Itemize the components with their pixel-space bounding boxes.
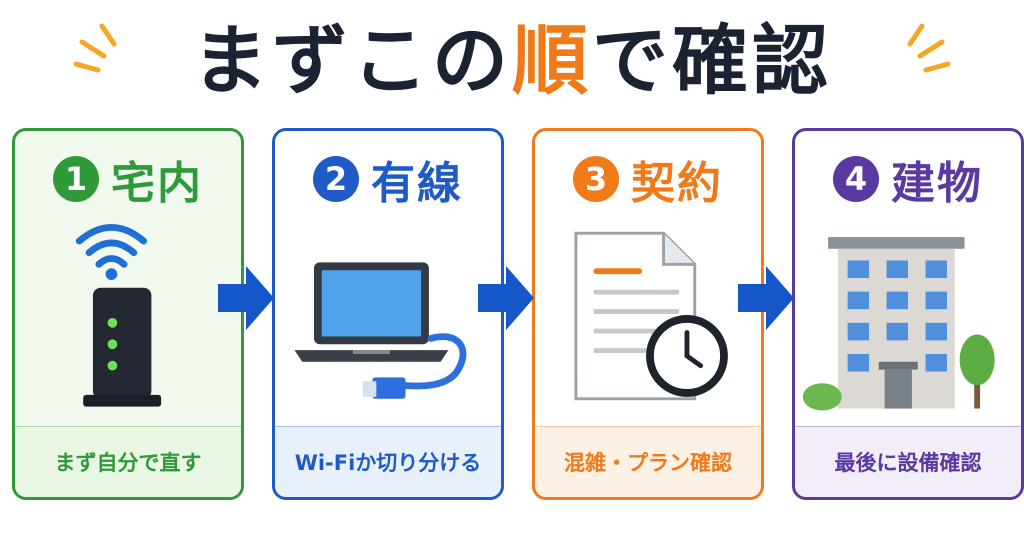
spark-right-icon [907, 23, 951, 73]
step-caption: 混雑・プラン確認 [535, 426, 761, 497]
step-header: 2 有線 [275, 149, 501, 209]
document-clock-icon [574, 231, 728, 401]
wifi-router-icon [75, 224, 162, 407]
step-number-badge: 2 [313, 156, 359, 202]
title-accent: 順 [512, 16, 592, 105]
step-caption: 最後に設備確認 [795, 426, 1021, 497]
page-title: まずこの順で確認 [0, 4, 1024, 105]
title-after: で確認 [592, 16, 832, 105]
step-heading: 建物 [891, 158, 983, 209]
step-number-badge: 1 [53, 156, 99, 202]
step-header: 1 宅内 [15, 149, 241, 209]
step-heading: 宅内 [111, 158, 203, 209]
title-before: まずこの [192, 16, 512, 105]
apartment-building-icon [802, 237, 995, 411]
step-header: 4 建物 [795, 149, 1021, 209]
arrow-right-icon [478, 266, 534, 330]
step-caption: Wi-Fiか切り分ける [275, 426, 501, 497]
step-card-1: 1 宅内 まず自分で直す [12, 128, 244, 500]
arrow-right-icon [218, 266, 274, 330]
arrow-right-icon [738, 266, 794, 330]
step-heading: 有線 [371, 158, 463, 209]
step-caption: まず自分で直す [15, 426, 241, 497]
step-card-4: 4 建物 最後に設備確認 [792, 128, 1024, 500]
step-header: 3 契約 [535, 149, 761, 209]
step-number-badge: 3 [573, 156, 619, 202]
laptop-cable-icon [294, 262, 467, 399]
spark-left-icon [73, 23, 117, 73]
step-card-3: 3 契約 混雑・プラン確認 [532, 128, 764, 500]
step-card-2: 2 有線 Wi-Fiか切り分ける [272, 128, 504, 500]
step-heading: 契約 [631, 158, 723, 209]
step-number-badge: 4 [833, 156, 879, 202]
